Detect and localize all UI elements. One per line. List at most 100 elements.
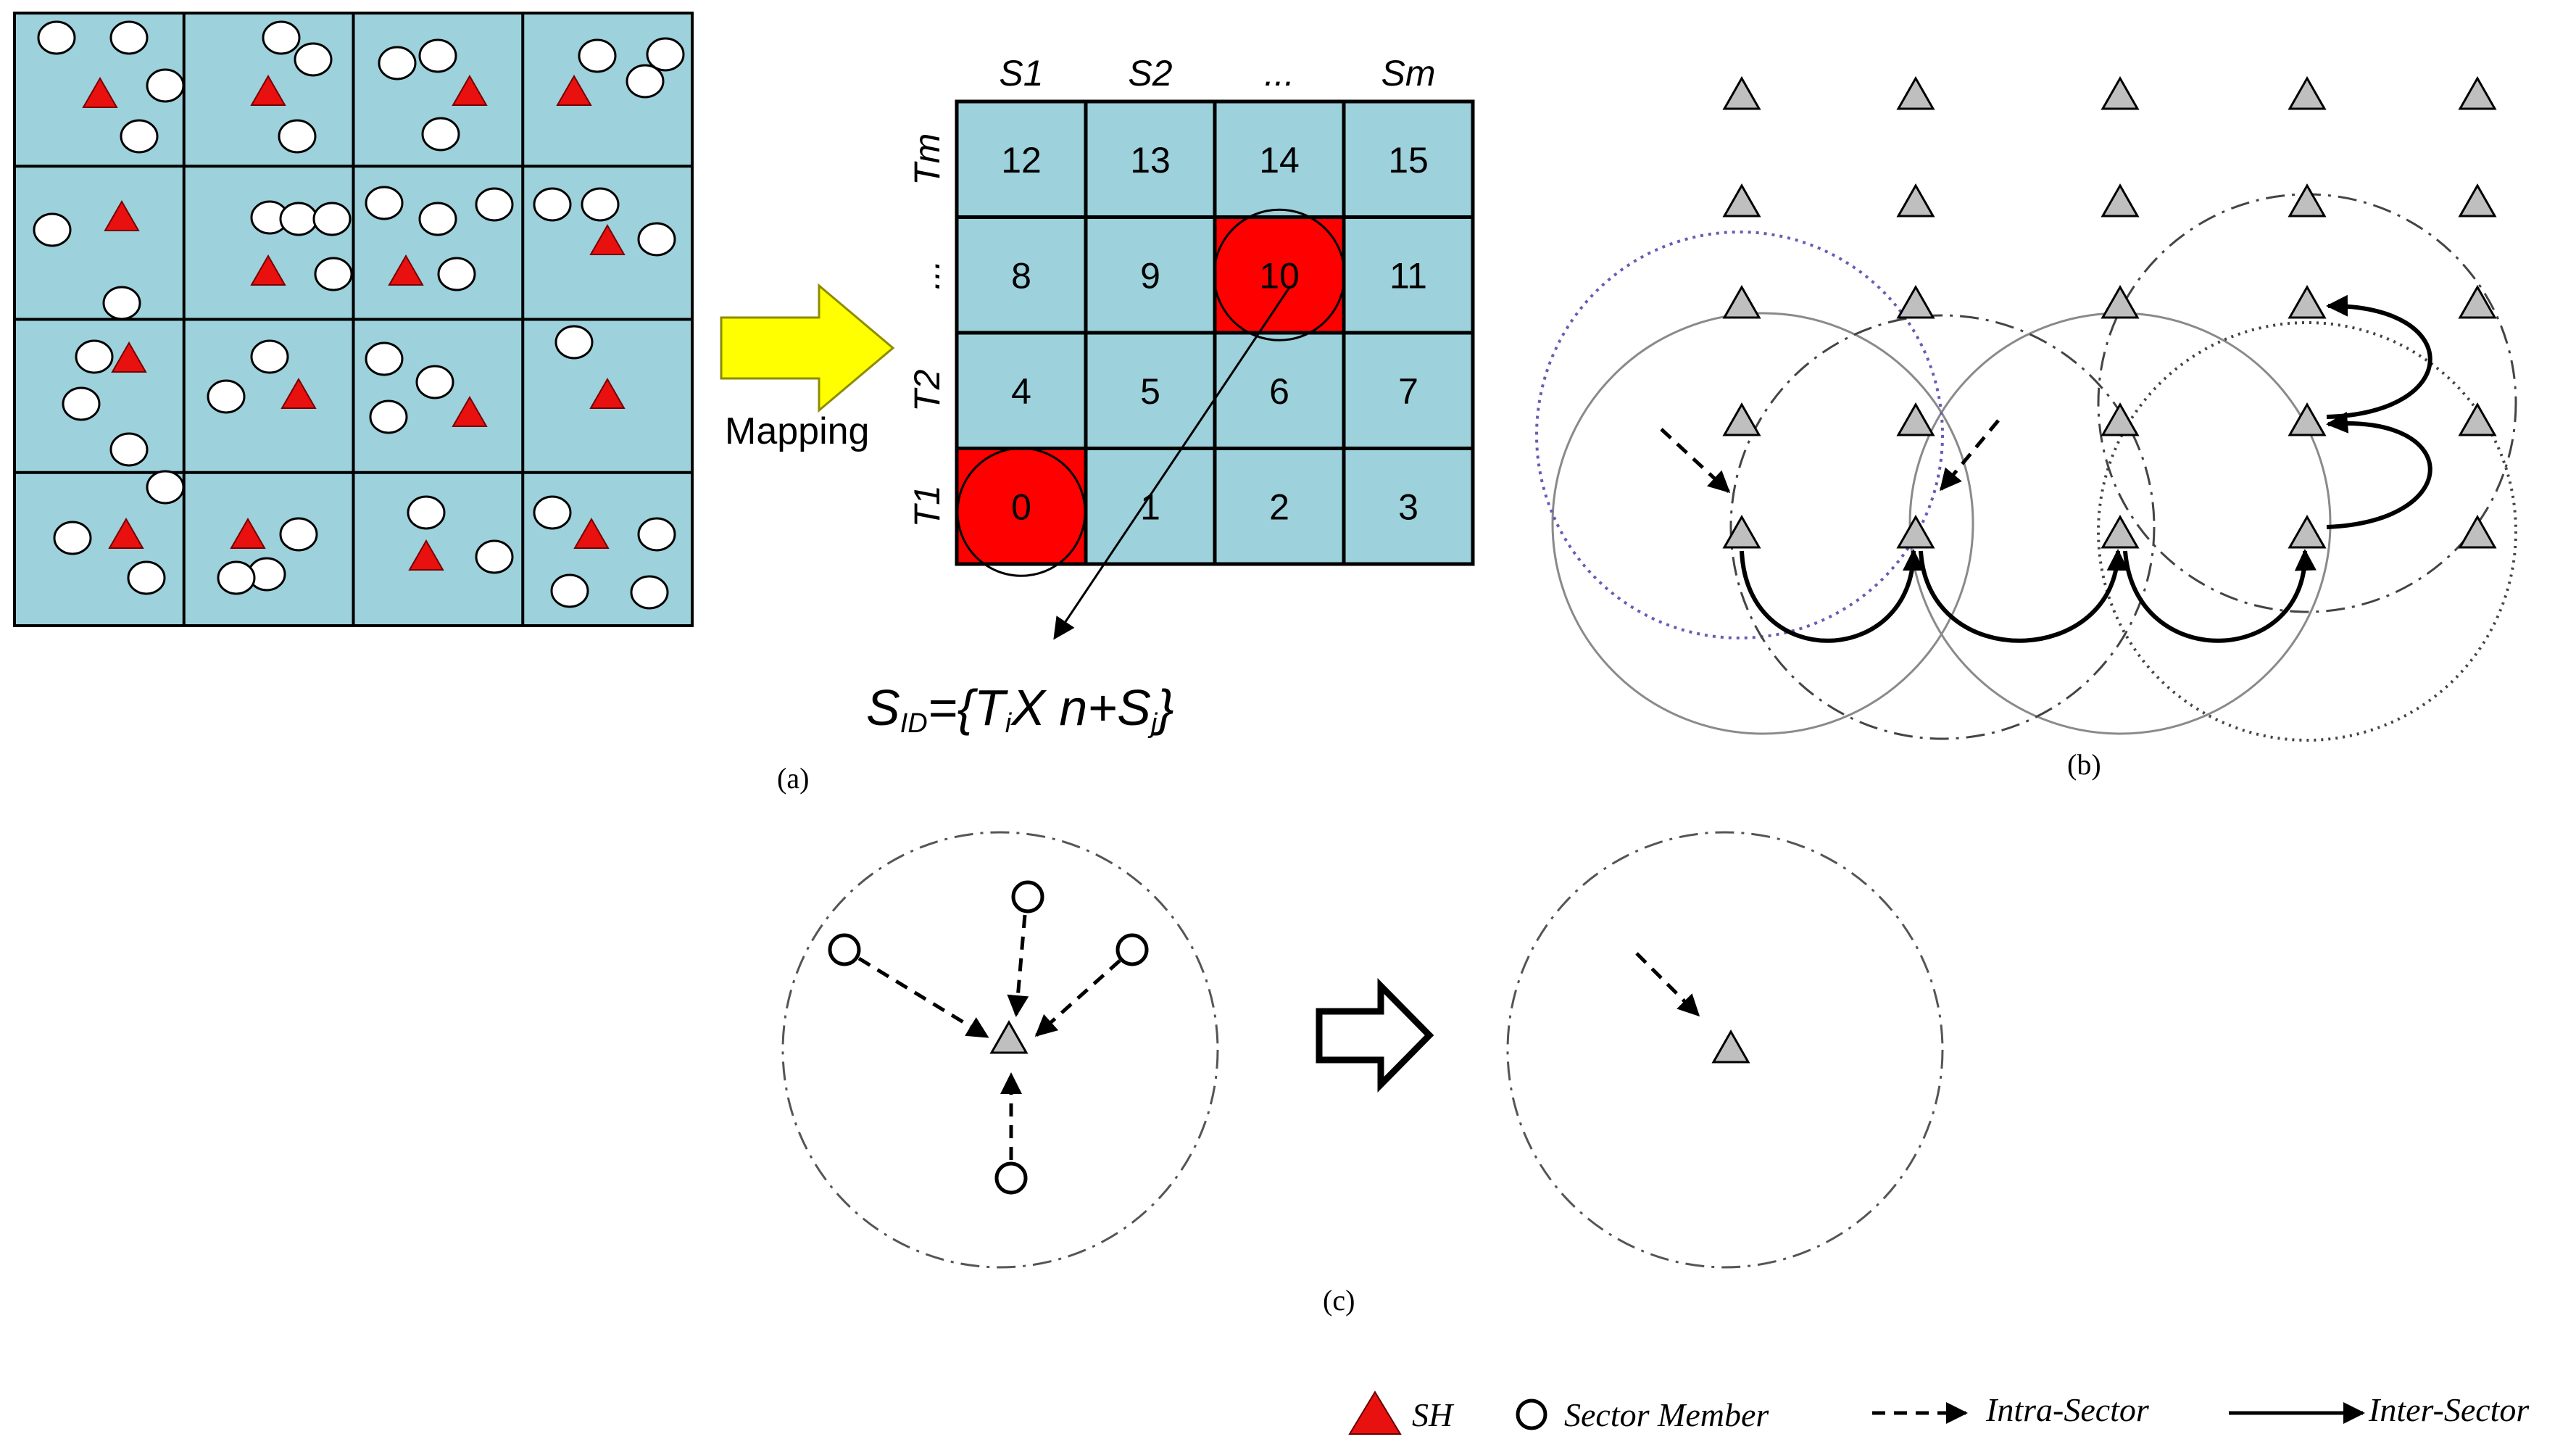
table-row-header: T1 [907, 485, 947, 527]
sector-member-node [37, 20, 76, 55]
sector-member-node [407, 495, 446, 530]
sector-member-node [279, 517, 318, 552]
table-cell-id: 14 [1259, 140, 1300, 181]
sector-member-node [421, 117, 460, 152]
table-cell-id: 7 [1398, 371, 1418, 412]
intra-sector-arrow [1034, 959, 1121, 1037]
sector-head-node [250, 254, 286, 286]
sector-member-node [75, 339, 114, 374]
legend-sh: SH [1348, 1391, 1455, 1435]
sector-head-node [2288, 75, 2327, 110]
sector-member-node [207, 379, 246, 414]
transition-arrow [1316, 978, 1434, 1093]
inter-sector-arrow [2326, 411, 2432, 529]
sector-member-node [475, 539, 514, 574]
table-cell [955, 331, 1088, 450]
table-cell-id: 8 [1011, 255, 1031, 296]
sector-member-node [314, 257, 353, 291]
sector-member-node [279, 202, 318, 236]
table-cell-id: 6 [1269, 371, 1289, 412]
sector-head-node [408, 539, 444, 571]
sector-head-node [281, 377, 317, 409]
sector-field-grid [13, 12, 694, 627]
sector-head-node [2288, 183, 2327, 217]
sector-member-node [626, 64, 665, 99]
sector-head-node [104, 199, 140, 231]
sector-head-node [452, 74, 488, 106]
legend: SH Sector Member Intra-Sector Inter-Sect… [1348, 1391, 2530, 1435]
sector-member-node [828, 933, 861, 966]
table-cell-id: 11 [1389, 255, 1427, 296]
caption-a: (a) [777, 762, 809, 795]
table-cell-id: 9 [1140, 255, 1160, 296]
table-row-header: T2 [907, 369, 947, 412]
sector-member-node [109, 20, 149, 55]
intra-sector-arrow [1660, 428, 1731, 494]
sector-head-node [1896, 284, 1935, 319]
table-column-header: ... [1264, 53, 1295, 94]
sector-member-node [278, 119, 317, 154]
table-cell-id: 15 [1388, 140, 1429, 181]
sector-member-node [637, 517, 676, 552]
sector-head-node [1896, 75, 1935, 110]
formula-pointer-arrow [1053, 286, 1292, 640]
sector-range-dotted-purple [1535, 231, 1944, 639]
table-row-header: Tm [907, 133, 947, 186]
table-column-header: Sm [1382, 53, 1436, 94]
table-cell [955, 215, 1088, 335]
sector-member-node [369, 399, 408, 434]
sector-member-node [418, 202, 457, 236]
table-cell [1342, 99, 1475, 219]
sector-member-node [646, 37, 685, 72]
sector-member-node [554, 325, 594, 360]
sector-head-node [111, 341, 147, 373]
sector-member-node [581, 187, 620, 222]
sector-member-node [62, 386, 101, 421]
sector-member-node [109, 432, 149, 467]
sector-head-node [2288, 284, 2327, 319]
table-cell-id: 4 [1011, 371, 1031, 412]
sector-head-node [1896, 514, 1935, 549]
sector-member-node [1011, 880, 1044, 913]
sector-head-before [989, 1019, 1029, 1054]
sector-head-node [1722, 75, 1761, 110]
sector-member-node [533, 495, 572, 530]
sector-member-node [250, 339, 289, 374]
legend-sh-label: SH [1412, 1396, 1455, 1433]
sector-head-node [250, 74, 286, 106]
sector-head-node [1896, 183, 1935, 217]
sector-member-node [415, 365, 454, 399]
sector-head-node [2101, 75, 2140, 110]
sh-triangle-icon [1348, 1391, 1402, 1435]
sector-member-node [437, 257, 476, 291]
table-cell-id: 10 [1259, 255, 1300, 296]
sector-head-node [230, 517, 266, 549]
sector-member-node [146, 470, 185, 505]
sector-head-node [589, 223, 626, 255]
intra-sector-arrow [1940, 419, 2000, 492]
sector-head-node [1722, 514, 1761, 549]
sector-head-node [452, 395, 488, 427]
sector-head-node [573, 517, 610, 549]
sector-member-node [418, 38, 457, 73]
sector-member-node [550, 573, 589, 608]
sector-range-before [781, 831, 1219, 1269]
sector-member-node [33, 212, 72, 247]
table-cell [1213, 215, 1346, 335]
inter-sector-arrow [2123, 549, 2317, 643]
sector-head-node [2288, 402, 2327, 436]
sector-head-node [2101, 514, 2140, 549]
sector-head-node [2458, 183, 2497, 217]
sector-member-node [578, 38, 617, 73]
sector-range-after [1506, 831, 1944, 1269]
sector-member-node [127, 560, 166, 595]
table-cell-id: 12 [1001, 140, 1042, 181]
mapping-arrow [720, 283, 895, 413]
table-column-header: S2 [1128, 53, 1172, 94]
sector-head-node [2288, 514, 2327, 549]
sector-member-node [312, 202, 352, 236]
table-column-header: S1 [999, 53, 1043, 94]
sector-member-node [1115, 933, 1149, 966]
sector-member-node [294, 42, 333, 77]
